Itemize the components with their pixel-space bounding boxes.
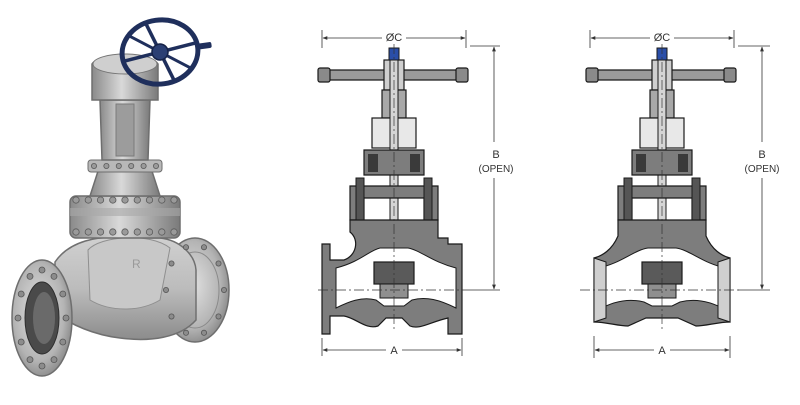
- bonnet-bolts: [72, 196, 178, 236]
- bolt: [215, 313, 222, 320]
- drawing-flanged-valve: ØC B (OPEN) A: [317, 30, 516, 357]
- bolt: [152, 162, 159, 169]
- bolt: [50, 356, 58, 364]
- left-flange-bolts: [14, 266, 70, 370]
- dimension-a-label: A: [658, 345, 666, 357]
- dimension-b-label: B: [758, 149, 765, 161]
- right-flange-bolts: [162, 244, 227, 336]
- bolt: [121, 228, 129, 236]
- bolt: [59, 338, 67, 346]
- bolt: [26, 272, 34, 280]
- dimension-c-label: ØC: [386, 32, 403, 44]
- bolt: [91, 162, 98, 169]
- dimension-c-label: ØC: [654, 32, 671, 44]
- bolt: [50, 272, 58, 280]
- bolt: [182, 329, 189, 336]
- bolt: [182, 244, 189, 251]
- bolt: [14, 314, 22, 322]
- bolt: [96, 228, 105, 236]
- bolt: [121, 196, 129, 204]
- bolt: [84, 228, 92, 236]
- bolt: [145, 196, 154, 204]
- bolt: [220, 286, 227, 293]
- bolt: [170, 196, 178, 204]
- bolt: [200, 329, 207, 336]
- bolt: [133, 228, 141, 236]
- bolt: [115, 162, 122, 169]
- bolt: [72, 196, 80, 204]
- bolt: [128, 162, 135, 169]
- dimension-b-sublabel: (OPEN): [745, 164, 780, 175]
- dimension-b-label: B: [492, 149, 499, 161]
- drawing-buttweld-valve: ØC B (OPEN) A: [580, 30, 782, 358]
- bolt: [158, 228, 166, 236]
- dimension-a-label: A: [390, 345, 398, 357]
- bolt: [168, 260, 175, 267]
- bolt: [133, 196, 141, 204]
- bolt: [103, 162, 110, 169]
- handwheel-icon: [119, 17, 212, 87]
- bolt: [158, 196, 166, 204]
- dimension-b-sublabel: (OPEN): [479, 164, 514, 175]
- casting-mark: R: [132, 257, 141, 271]
- bolt: [17, 338, 25, 346]
- bolt: [26, 356, 34, 364]
- bolt: [62, 314, 70, 322]
- bolt: [17, 290, 25, 298]
- bolt: [170, 228, 178, 236]
- bolt: [59, 290, 67, 298]
- bolt: [145, 228, 154, 236]
- bolt: [72, 228, 80, 236]
- bolt: [84, 196, 92, 204]
- bolt: [168, 313, 175, 320]
- bolt: [38, 362, 46, 370]
- bolt: [96, 196, 105, 204]
- bolt: [200, 244, 207, 251]
- bolt: [140, 162, 147, 169]
- valve-photo-illustration: R: [11, 17, 230, 377]
- bolt: [109, 228, 117, 236]
- bolt: [38, 266, 46, 274]
- bolt: [215, 260, 222, 267]
- yoke-bolts: [91, 162, 159, 169]
- bolt: [162, 286, 169, 293]
- bolt: [109, 196, 117, 204]
